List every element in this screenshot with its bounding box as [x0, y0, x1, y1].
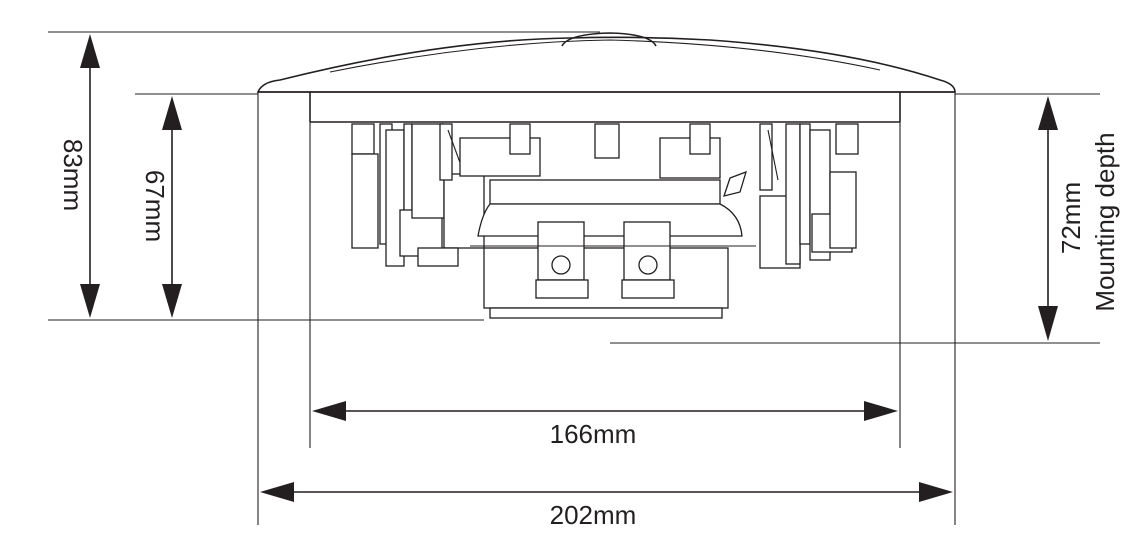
arrow-up-83 [80, 34, 100, 68]
arrow-left-202 [260, 482, 294, 502]
label-67mm: 67mm [140, 170, 170, 242]
dimension-67mm: 67mm [140, 96, 182, 318]
label-166mm: 166mm [550, 419, 637, 449]
arrow-down-83 [80, 284, 100, 318]
label-mounting-depth: Mounting depth [1090, 132, 1120, 311]
label-83mm: 83mm [58, 139, 88, 211]
speaker-grille [256, 32, 956, 93]
extension-lines [48, 31, 1100, 525]
dimension-83mm: 83mm [58, 34, 100, 318]
arrow-down-67 [162, 284, 182, 318]
arrow-up-67 [162, 96, 182, 130]
arrow-right-166 [864, 401, 898, 421]
dimension-mounting-depth: 72mm Mounting depth [1038, 96, 1120, 341]
arrow-down-72 [1038, 306, 1058, 341]
speaker-mechanism [351, 123, 859, 319]
dimension-166mm: 166mm [312, 401, 898, 449]
speaker-body-outline [258, 91, 955, 123]
label-202mm: 202mm [550, 500, 637, 530]
dimension-202mm: 202mm [260, 482, 953, 530]
arrow-left-166 [312, 401, 346, 421]
arrow-right-202 [919, 482, 953, 502]
arrow-up-72 [1038, 96, 1058, 130]
label-72mm: 72mm [1056, 182, 1086, 254]
